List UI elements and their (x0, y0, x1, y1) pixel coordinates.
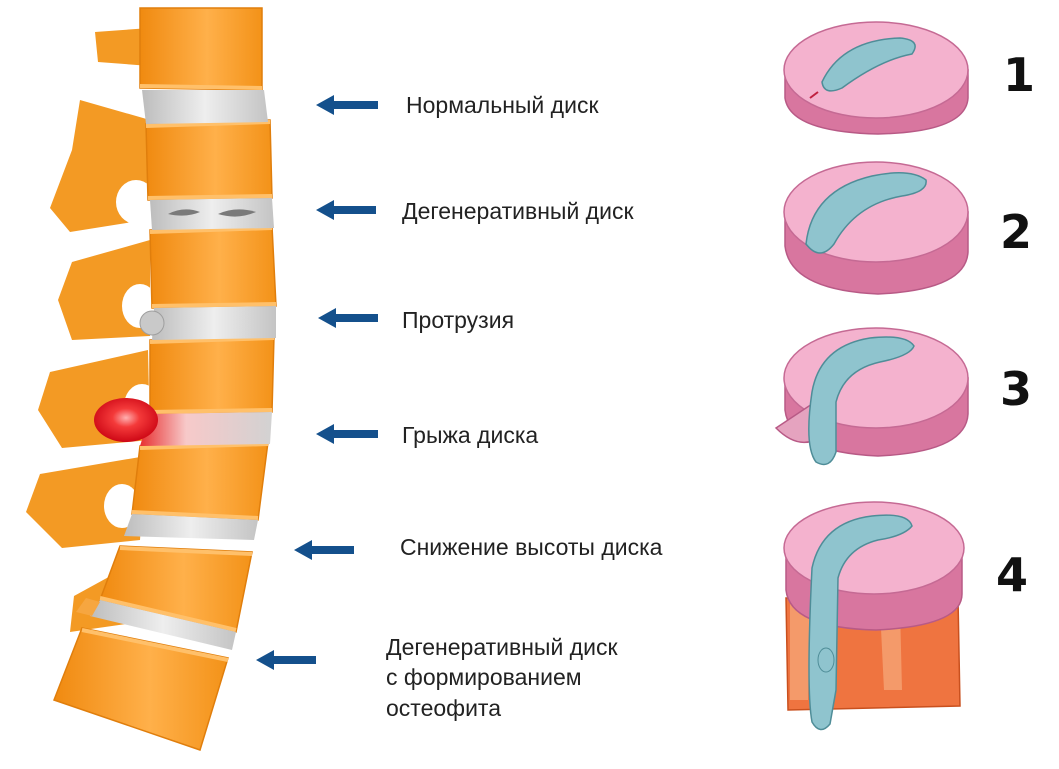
arrow-icon (256, 650, 316, 670)
label-osteophyte-line: Дегенеративный диск (386, 634, 618, 660)
arrow-icon (294, 540, 354, 560)
disc-stage-1 (783, 21, 969, 135)
arrow-icon (316, 200, 376, 220)
disc-protrusion (152, 306, 276, 340)
arrow-icon (318, 308, 378, 328)
herniation-mass (94, 398, 158, 442)
discs (76, 90, 276, 650)
protrusion-bulge (139, 310, 165, 336)
osteophyte (76, 598, 100, 616)
label-herniation: Грыжа диска (402, 422, 539, 448)
disc-reduced-height (124, 514, 258, 540)
disc-stage-2 (783, 161, 969, 295)
label-osteophyte: Дегенеративный диск с формированием осте… (386, 632, 618, 723)
label-osteophyte-line: с формированием (386, 664, 582, 691)
disc-osteophyte (90, 600, 236, 650)
arrow-icon (316, 95, 378, 115)
spine (26, 7, 277, 751)
label-reduced-height: Снижение высоты диска (400, 534, 663, 560)
disc-degeneration-marks (168, 209, 256, 217)
label-degenerative-disc: Дегенеративный диск (402, 198, 634, 224)
endplates (81, 84, 277, 662)
vertebral-bodies (53, 7, 277, 751)
disc-normal (142, 90, 268, 124)
arrows (256, 95, 378, 670)
stage-number-1: 1 (1003, 48, 1036, 102)
label-normal-disc: Нормальный диск (406, 92, 599, 118)
label-osteophyte-line: остеофита (386, 694, 501, 721)
stage-number-4: 4 (996, 548, 1029, 602)
disc-degenerative (150, 198, 274, 230)
disc-stage-3 (774, 327, 969, 466)
stage-number-2: 2 (1000, 205, 1033, 259)
disc-stage-4 (783, 501, 965, 731)
arrow-icon (316, 424, 378, 444)
label-protrusion: Протрузия (402, 307, 515, 333)
disc-herniation (140, 412, 272, 446)
stage-number-3: 3 (1000, 362, 1033, 416)
spinous-processes (26, 28, 150, 632)
